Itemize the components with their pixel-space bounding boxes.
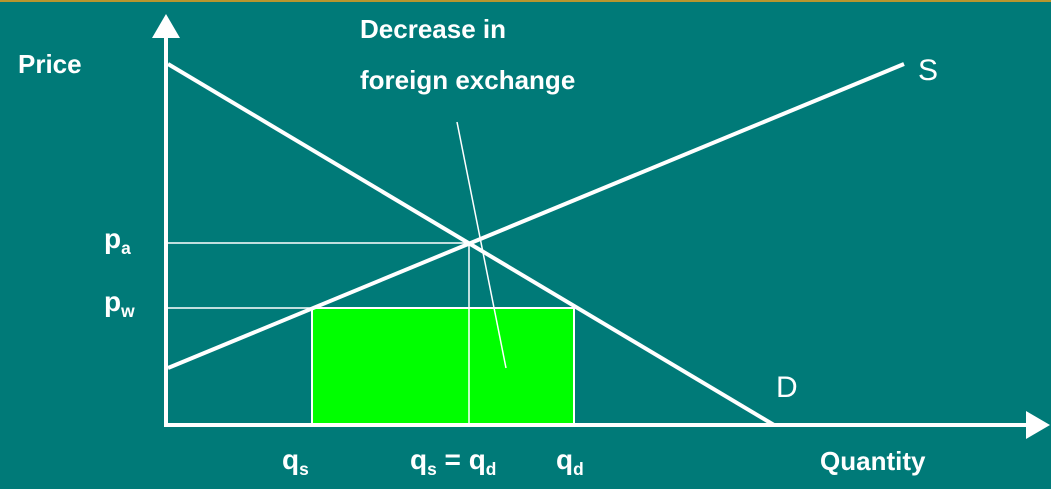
- annotation-pointer: [456, 121, 507, 369]
- q-s-label: qs: [282, 444, 309, 480]
- top-accent-bar: [0, 0, 1051, 2]
- x-axis-arrowhead: [1026, 411, 1050, 439]
- p-a-label: pa: [104, 223, 131, 259]
- y-axis-arrowhead: [152, 14, 180, 38]
- p-w-label: pw: [104, 286, 135, 322]
- foreign-exchange-area: [311, 307, 575, 426]
- q-d-label: qd: [556, 444, 584, 480]
- annotation-line-1: Decrease in: [360, 14, 506, 44]
- supply-label: S: [918, 54, 939, 87]
- demand-label: D: [776, 371, 798, 404]
- supply-curve: [167, 62, 905, 370]
- y-axis-label: Price: [18, 49, 82, 79]
- annotation-line-2: foreign exchange: [360, 65, 576, 95]
- equilibrium-quantity-label: qs = qd: [410, 444, 497, 480]
- x-axis-label: Quantity: [820, 446, 926, 476]
